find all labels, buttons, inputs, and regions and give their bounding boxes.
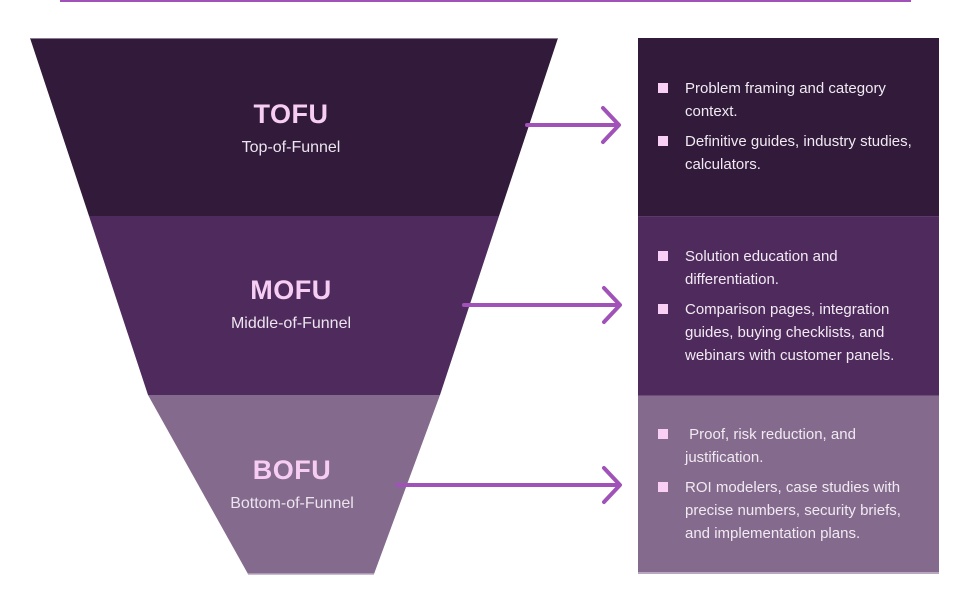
bullet-list: Problem framing and category context. De… (658, 77, 921, 176)
bullet-list: Proof, risk reduction, and justification… (658, 423, 921, 545)
funnel-band-mofu (89, 216, 499, 395)
bullet-text: ROI modelers, case studies with precise … (685, 479, 901, 542)
arrow-right-icon (525, 106, 621, 144)
bullet-text: Solution education and differentiation. (685, 248, 838, 288)
stage-name: Bottom-of-Funnel (230, 495, 354, 512)
panel-mofu: Solution education and differentiation. … (638, 216, 939, 395)
stage-abbr: MOFU (250, 275, 332, 305)
bullet-text: Definitive guides, industry studies, cal… (685, 133, 912, 173)
list-item: Definitive guides, industry studies, cal… (658, 130, 921, 176)
stage-label-bofu: BOFU Bottom-of-Funnel (142, 454, 442, 514)
list-item: Comparison pages, integration guides, bu… (658, 298, 921, 367)
funnel-band-tofu (30, 38, 558, 216)
stage-abbr: TOFU (253, 99, 329, 129)
list-item: ROI modelers, case studies with precise … (658, 476, 921, 545)
arrow-right-icon (462, 286, 622, 324)
square-bullet-icon (658, 429, 668, 439)
stage-name: Top-of-Funnel (241, 139, 341, 156)
square-bullet-icon (658, 251, 668, 261)
top-divider (60, 0, 911, 2)
square-bullet-icon (658, 136, 668, 146)
square-bullet-icon (658, 304, 668, 314)
arrow-right-icon (395, 466, 622, 504)
panel-tofu: Problem framing and category context. De… (638, 38, 939, 216)
funnel-band-bofu (148, 395, 440, 574)
bullet-text: Comparison pages, integration guides, bu… (685, 301, 895, 364)
list-item: Problem framing and category context. (658, 77, 921, 123)
square-bullet-icon (658, 83, 668, 93)
bullet-text: Problem framing and category context. (685, 80, 886, 120)
bullet-list: Solution education and differentiation. … (658, 245, 921, 367)
bullet-text: Proof, risk reduction, and justification… (685, 426, 861, 466)
stage-label-tofu: TOFU Top-of-Funnel (141, 98, 441, 158)
stage-name: Middle-of-Funnel (230, 315, 352, 332)
list-item: Solution education and differentiation. (658, 245, 921, 291)
list-item: Proof, risk reduction, and justification… (658, 423, 921, 469)
panel-bofu: Proof, risk reduction, and justification… (638, 395, 939, 574)
square-bullet-icon (658, 482, 668, 492)
stage-abbr: BOFU (252, 455, 332, 485)
stage-label-mofu: MOFU Middle-of-Funnel (141, 274, 441, 334)
